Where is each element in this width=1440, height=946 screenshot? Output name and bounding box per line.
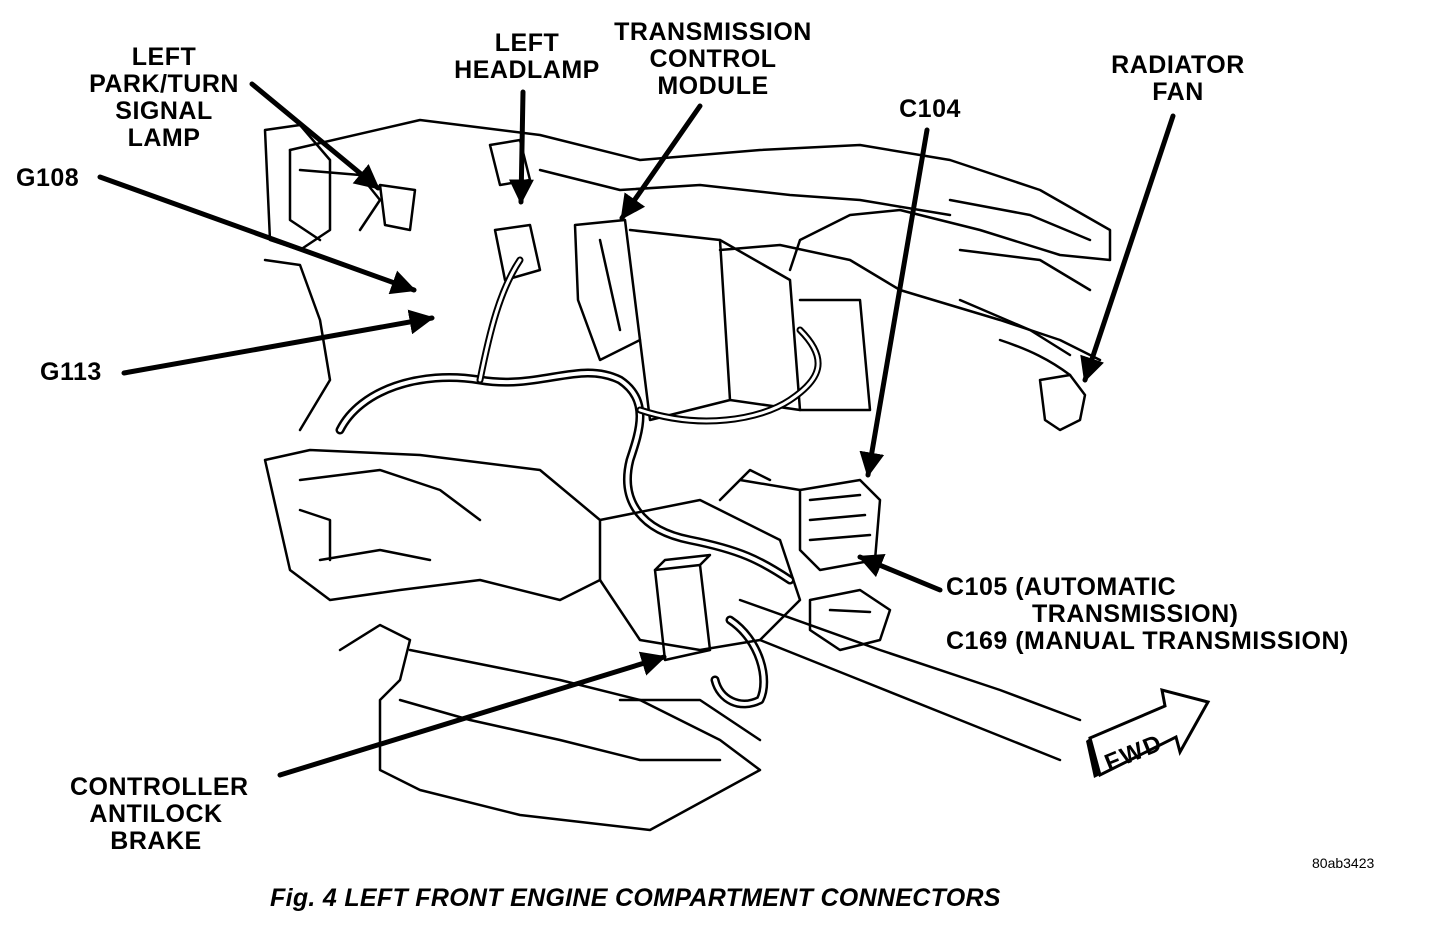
label-radiator-fan: RADIATOR FAN bbox=[1100, 52, 1256, 106]
label-line: C105 (AUTOMATIC bbox=[946, 573, 1177, 601]
label-line: G108 bbox=[16, 164, 80, 192]
label-line: C104 bbox=[899, 95, 961, 123]
label-line: TRANSMISSION bbox=[614, 18, 812, 46]
leader-radiator-fan bbox=[1080, 113, 1176, 383]
label-line: LEFT bbox=[131, 43, 197, 71]
leader-g113 bbox=[121, 309, 435, 376]
label-left-park-turn-signal-lamp: LEFT PARK/TURN SIGNAL LAMP bbox=[74, 44, 254, 152]
leader-g108 bbox=[97, 174, 417, 295]
label-g113: G113 bbox=[40, 359, 102, 386]
leader-arrows bbox=[97, 81, 1176, 778]
label-c105-c169: C105 (AUTOMATIC TRANSMISSION) C169 (MANU… bbox=[946, 574, 1349, 655]
label-line: ANTILOCK bbox=[89, 800, 223, 828]
label-g108: G108 bbox=[16, 165, 79, 192]
leader-tcm bbox=[619, 103, 703, 221]
label-line: G113 bbox=[40, 358, 102, 386]
label-line: LAMP bbox=[127, 124, 201, 152]
label-line: FAN bbox=[1152, 78, 1204, 106]
label-line: MODULE bbox=[657, 72, 769, 100]
label-line: TRANSMISSION) bbox=[1032, 600, 1239, 628]
leader-c104 bbox=[859, 127, 930, 478]
label-line: SIGNAL bbox=[115, 97, 213, 125]
figure-reference-code: 80ab3423 bbox=[1312, 855, 1375, 871]
label-c104: C104 bbox=[880, 96, 980, 123]
label-line: PARK/TURN bbox=[89, 70, 239, 98]
label-line: LEFT bbox=[494, 29, 560, 57]
leader-cab bbox=[277, 651, 667, 778]
label-line: RADIATOR bbox=[1111, 51, 1245, 79]
label-line: BRAKE bbox=[110, 827, 202, 855]
leader-left-headlamp bbox=[508, 89, 534, 205]
label-left-headlamp: LEFT HEADLAMP bbox=[442, 30, 612, 84]
forward-arrow-icon: FWD bbox=[1086, 687, 1211, 778]
figure-caption: Fig. 4 LEFT FRONT ENGINE COMPARTMENT CON… bbox=[270, 884, 1001, 912]
label-line: CONTROLLER bbox=[70, 773, 249, 801]
label-line: HEADLAMP bbox=[454, 56, 600, 84]
label-line: CONTROL bbox=[649, 45, 777, 73]
label-transmission-control-module: TRANSMISSION CONTROL MODULE bbox=[604, 19, 822, 100]
leader-c105-c169 bbox=[857, 554, 943, 593]
label-controller-antilock-brake: CONTROLLER ANTILOCK BRAKE bbox=[70, 773, 249, 855]
label-line: C169 (MANUAL TRANSMISSION) bbox=[946, 627, 1349, 655]
leader-left-park-turn bbox=[249, 81, 381, 191]
line-art bbox=[263, 118, 1112, 832]
